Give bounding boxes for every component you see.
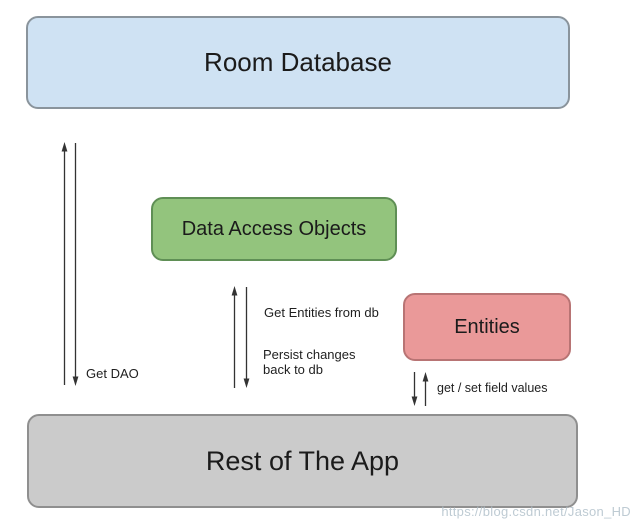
get-dao-down-arrow-icon: [72, 143, 79, 386]
rest-of-app-box: Rest of The App: [27, 414, 578, 508]
entities-box: Entities: [403, 293, 571, 361]
data-access-objects-box: Data Access Objects: [151, 197, 397, 261]
dao-down-arrow-icon: [243, 287, 250, 388]
room-database-label: Room Database: [204, 47, 392, 77]
get-entities-edge-label: Get Entities from db: [264, 305, 379, 320]
entities-up-arrow-icon: [422, 372, 429, 406]
data-access-objects-label: Data Access Objects: [181, 217, 367, 240]
persist-changes-edge-label: Persist changes back to db: [263, 347, 356, 378]
rest-of-app-label: Rest of The App: [205, 445, 400, 476]
entities-label: Entities: [454, 315, 520, 338]
dao-up-arrow-icon: [231, 286, 238, 388]
get-set-field-values-edge-label: get / set field values: [437, 381, 548, 395]
entities-down-arrow-icon: [411, 372, 418, 406]
room-database-box: Room Database: [26, 16, 570, 109]
watermark-text: https://blog.csdn.net/Jason_HD: [441, 504, 631, 519]
get-dao-edge-label: Get DAO: [86, 366, 139, 381]
get-dao-up-arrow-icon: [61, 142, 68, 385]
